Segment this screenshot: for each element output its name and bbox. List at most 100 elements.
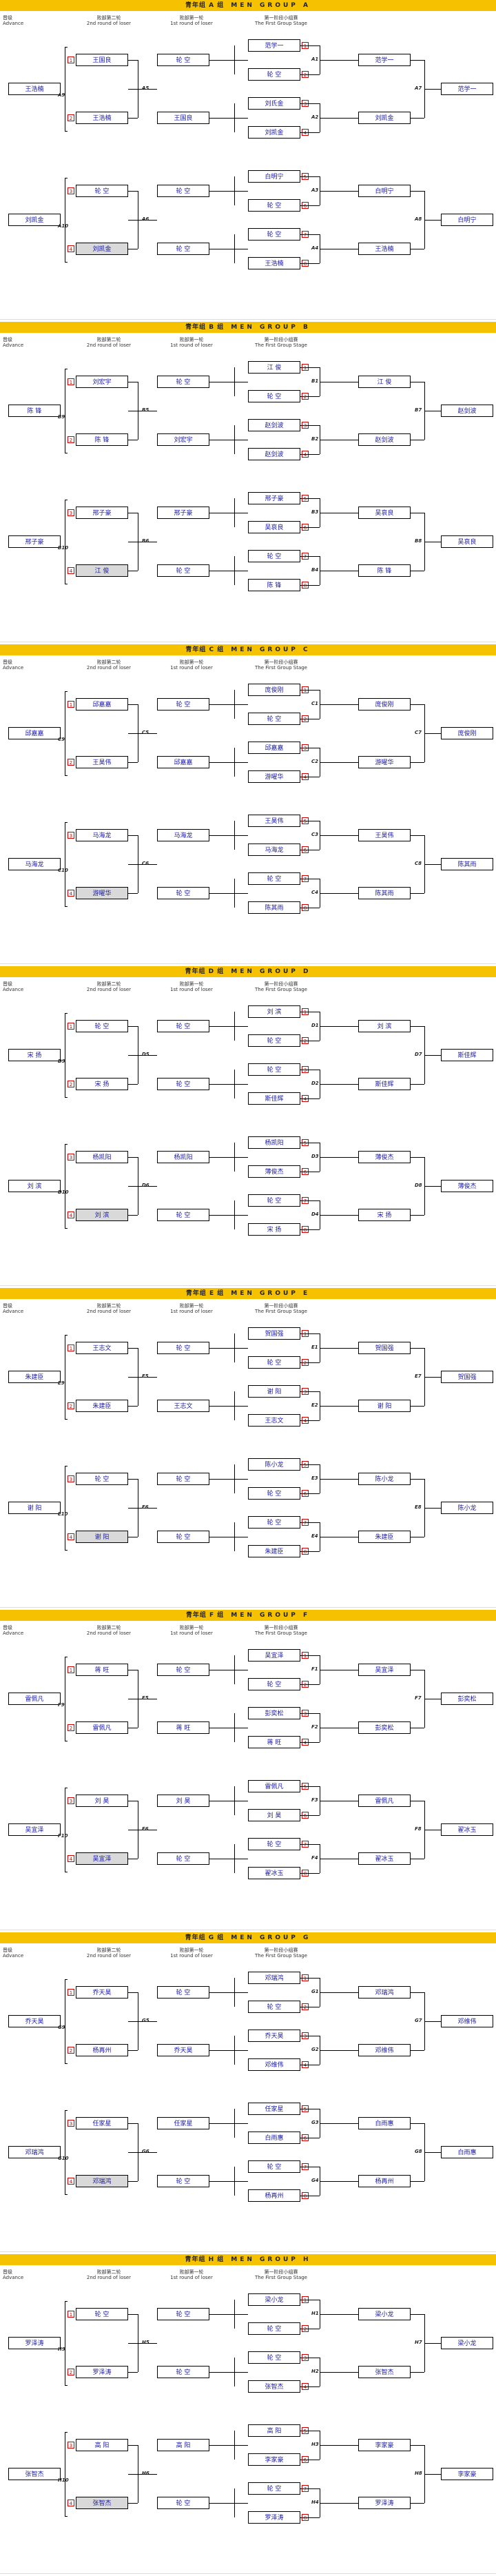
loser-round2-entry[interactable]: 杨再州 xyxy=(76,2043,128,2056)
loser-round1-entry[interactable]: 马海龙 xyxy=(157,828,209,841)
group-winner-entry[interactable]: 薄俊杰 xyxy=(441,1179,493,1192)
first-stage-entry[interactable]: 谢 阳 xyxy=(248,1385,300,1398)
first-stage-entry[interactable]: 赵剑波 xyxy=(248,419,300,432)
first-stage-entry[interactable]: 轮 空 xyxy=(248,1678,300,1691)
first-stage-entry[interactable]: 范学一 xyxy=(248,39,300,52)
loser-round2-entry[interactable]: 吴宜泽 xyxy=(76,1852,128,1865)
first-stage-entry[interactable]: 彭奕松 xyxy=(248,1707,300,1720)
group-winner-entry[interactable]: 赵剑波 xyxy=(441,405,493,418)
loser-round1-entry[interactable]: 轮 空 xyxy=(157,185,209,197)
winner-round-entry[interactable]: 贺国强 xyxy=(358,1342,411,1354)
first-stage-entry[interactable]: 高 阳 xyxy=(248,2424,300,2437)
loser-round2-entry[interactable]: 江 俊 xyxy=(76,564,128,577)
first-stage-entry[interactable]: 轮 空 xyxy=(248,1838,300,1851)
loser-round2-entry[interactable]: 马海龙 xyxy=(76,828,128,841)
loser-round1-entry[interactable]: 蒋 旺 xyxy=(157,1721,209,1735)
first-stage-entry[interactable]: 邢子豪 xyxy=(248,492,300,505)
advance-entry[interactable]: 刘 滨 xyxy=(8,1179,61,1192)
loser-round1-entry[interactable]: 轮 空 xyxy=(157,886,209,899)
first-stage-entry[interactable]: 轮 空 xyxy=(248,2160,300,2173)
first-stage-entry[interactable]: 轮 空 xyxy=(248,712,300,725)
advance-entry[interactable]: 张智杰 xyxy=(8,2467,61,2480)
first-stage-entry[interactable]: 轮 空 xyxy=(248,2000,300,2013)
winner-round-entry[interactable]: 白雨惠 xyxy=(358,2116,411,2129)
advance-entry[interactable]: 雷佩凡 xyxy=(8,1693,61,1706)
winner-round-entry[interactable]: 斯佳辉 xyxy=(358,1077,411,1090)
winner-round-entry[interactable]: 雷佩凡 xyxy=(358,1795,411,1808)
first-stage-entry[interactable]: 轮 空 xyxy=(248,2322,300,2335)
loser-round1-entry[interactable]: 轮 空 xyxy=(157,2307,209,2320)
winner-round-entry[interactable]: 宋 扬 xyxy=(358,1208,411,1221)
first-stage-entry[interactable]: 邓瑞鸿 xyxy=(248,1971,300,1984)
loser-round1-entry[interactable]: 轮 空 xyxy=(157,2365,209,2378)
first-stage-entry[interactable]: 王昊伟 xyxy=(248,814,300,827)
group-winner-entry[interactable]: 陈其雨 xyxy=(441,857,493,870)
first-stage-entry[interactable]: 朱建臣 xyxy=(248,1545,300,1557)
first-stage-entry[interactable]: 轮 空 xyxy=(248,228,300,241)
loser-round1-entry[interactable]: 轮 空 xyxy=(157,1985,209,1999)
advance-entry[interactable]: 邱嘉嘉 xyxy=(8,726,61,739)
group-winner-entry[interactable]: 白雨惠 xyxy=(441,2145,493,2158)
loser-round1-entry[interactable]: 轮 空 xyxy=(157,243,209,255)
first-stage-entry[interactable]: 王志文 xyxy=(248,1414,300,1427)
loser-round2-entry[interactable]: 轮 空 xyxy=(76,185,128,197)
loser-round2-entry[interactable]: 陈 锋 xyxy=(76,433,128,447)
loser-round2-entry[interactable]: 刘凯金 xyxy=(76,243,128,255)
loser-round2-entry[interactable]: 宋 扬 xyxy=(76,1077,128,1090)
advance-entry[interactable]: 朱建臣 xyxy=(8,1371,61,1383)
loser-round2-entry[interactable]: 轮 空 xyxy=(76,2307,128,2320)
loser-round2-entry[interactable]: 王国良 xyxy=(76,54,128,66)
loser-round2-entry[interactable]: 雷佩凡 xyxy=(76,1721,128,1735)
winner-round-entry[interactable]: 翟冰玉 xyxy=(358,1852,411,1865)
first-stage-entry[interactable]: 轮 空 xyxy=(248,1487,300,1500)
loser-round2-entry[interactable]: 高 阳 xyxy=(76,2438,128,2451)
first-stage-entry[interactable]: 轮 空 xyxy=(248,2482,300,2495)
loser-round2-entry[interactable]: 王浩楠 xyxy=(76,112,128,124)
first-stage-entry[interactable]: 雷佩凡 xyxy=(248,1780,300,1793)
loser-round1-entry[interactable]: 刘 昊 xyxy=(157,1795,209,1808)
first-stage-entry[interactable]: 陈小龙 xyxy=(248,1458,300,1471)
advance-entry[interactable]: 宋 扬 xyxy=(8,1048,61,1061)
loser-round1-entry[interactable]: 轮 空 xyxy=(157,376,209,389)
winner-round-entry[interactable]: 陈 锋 xyxy=(358,564,411,577)
advance-entry[interactable]: 马海龙 xyxy=(8,857,61,870)
first-stage-entry[interactable]: 轮 空 xyxy=(248,550,300,563)
first-stage-entry[interactable]: 王浩楠 xyxy=(248,257,300,269)
group-winner-entry[interactable]: 陈小龙 xyxy=(441,1502,493,1514)
advance-entry[interactable]: 邓瑞鸿 xyxy=(8,2145,61,2158)
loser-round1-entry[interactable]: 乔天昊 xyxy=(157,2043,209,2056)
winner-round-entry[interactable]: 邓瑞鸿 xyxy=(358,1985,411,1999)
advance-entry[interactable]: 邢子豪 xyxy=(8,535,61,549)
loser-round2-entry[interactable]: 朱建臣 xyxy=(76,1400,128,1412)
loser-round2-entry[interactable]: 轮 空 xyxy=(76,1473,128,1485)
first-stage-entry[interactable]: 刘 昊 xyxy=(248,1809,300,1822)
loser-round2-entry[interactable]: 谢 阳 xyxy=(76,1531,128,1543)
winner-round-entry[interactable]: 王昊伟 xyxy=(358,828,411,841)
loser-round1-entry[interactable]: 高 阳 xyxy=(157,2438,209,2451)
first-stage-entry[interactable]: 杨再州 xyxy=(248,2189,300,2202)
first-stage-entry[interactable]: 轮 空 xyxy=(248,1063,300,1076)
loser-round1-entry[interactable]: 轮 空 xyxy=(157,2174,209,2187)
winner-round-entry[interactable]: 梁小龙 xyxy=(358,2307,411,2320)
group-winner-entry[interactable]: 李家豪 xyxy=(441,2467,493,2480)
first-stage-entry[interactable]: 斯佳辉 xyxy=(248,1092,300,1105)
loser-round2-entry[interactable]: 张智杰 xyxy=(76,2496,128,2509)
loser-round1-entry[interactable]: 轮 空 xyxy=(157,1664,209,1677)
group-winner-entry[interactable]: 翟冰玉 xyxy=(441,1823,493,1837)
first-stage-entry[interactable]: 罗泽涛 xyxy=(248,2511,300,2524)
first-stage-entry[interactable]: 白明宁 xyxy=(248,170,300,183)
first-stage-entry[interactable]: 贺国强 xyxy=(248,1327,300,1340)
loser-round1-entry[interactable]: 轮 空 xyxy=(157,564,209,577)
loser-round1-entry[interactable]: 邢子豪 xyxy=(157,507,209,520)
loser-round2-entry[interactable]: 邓瑞鸿 xyxy=(76,2174,128,2187)
first-stage-entry[interactable]: 庞俊刚 xyxy=(248,683,300,696)
winner-round-entry[interactable]: 张智杰 xyxy=(358,2365,411,2378)
loser-round1-entry[interactable]: 杨凯阳 xyxy=(157,1150,209,1163)
winner-round-entry[interactable]: 游曜华 xyxy=(358,755,411,768)
group-winner-entry[interactable]: 白明宁 xyxy=(441,214,493,226)
loser-round2-entry[interactable]: 刘 昊 xyxy=(76,1795,128,1808)
group-winner-entry[interactable]: 梁小龙 xyxy=(441,2336,493,2349)
winner-round-entry[interactable]: 白明宁 xyxy=(358,185,411,197)
winner-round-entry[interactable]: 薄俊杰 xyxy=(358,1150,411,1163)
loser-round2-entry[interactable]: 任家星 xyxy=(76,2116,128,2129)
